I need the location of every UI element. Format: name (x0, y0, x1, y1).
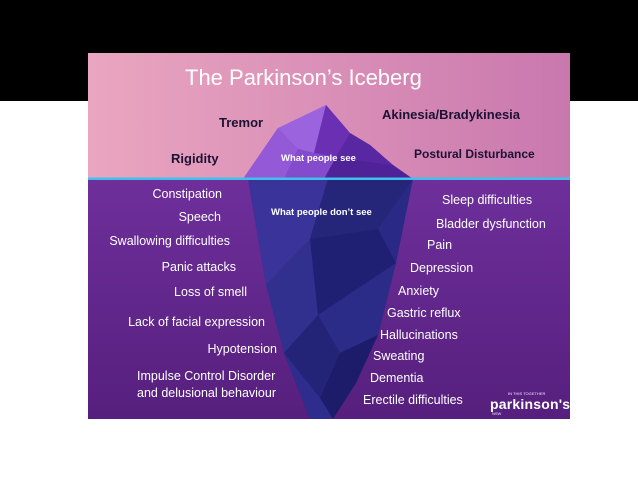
left-symptom: Constipation (152, 187, 223, 201)
right-symptom: Dementia (370, 371, 424, 385)
right-symptom: Erectile difficulties (363, 393, 463, 407)
right-symptom: Pain (427, 238, 453, 252)
iceberg-tip (243, 105, 413, 179)
logo-tagline: IN THIS TOGETHER (508, 391, 546, 396)
left-symptom: Panic attacks (161, 260, 236, 274)
left-symptom: Hypotension (207, 342, 278, 356)
iceberg-slide: The Parkinson’s Iceberg Tremor Rigidity … (88, 53, 570, 419)
above-symptom-tremor: Tremor (219, 115, 264, 130)
left-symptom: and delusional behaviour (137, 386, 276, 400)
iceberg-illustration (88, 53, 570, 419)
above-symptom-akinesia: Akinesia/Bradykinesia (382, 107, 521, 122)
left-symptom: Speech (178, 210, 221, 224)
logo-region: NSW (492, 411, 502, 416)
left-symptom: Loss of smell (174, 285, 247, 299)
right-symptom: Sweating (373, 349, 425, 363)
above-symptom-rigidity: Rigidity (171, 151, 219, 166)
right-symptom: Bladder dysfunction (436, 217, 546, 231)
right-symptom: Sleep difficulties (442, 193, 533, 207)
right-symptom: Depression (410, 261, 474, 275)
what-people-dont-see-label: What people don’t see (271, 207, 372, 218)
waterline (88, 177, 570, 180)
above-symptom-postural: Postural Disturbance (414, 147, 535, 161)
right-symptom: Hallucinations (380, 328, 458, 342)
slide-title: The Parkinson’s Iceberg (185, 65, 422, 90)
iceberg-body (248, 179, 413, 419)
parkinsons-logo: parkinson's (490, 396, 570, 412)
right-symptom: Anxiety (398, 284, 439, 298)
left-symptom: Lack of facial expression (128, 315, 265, 329)
left-symptom: Impulse Control Disorder (137, 369, 276, 383)
left-symptom: Swallowing difficulties (109, 234, 230, 248)
what-people-see-label: What people see (281, 153, 356, 164)
right-symptom: Gastric reflux (387, 306, 461, 320)
